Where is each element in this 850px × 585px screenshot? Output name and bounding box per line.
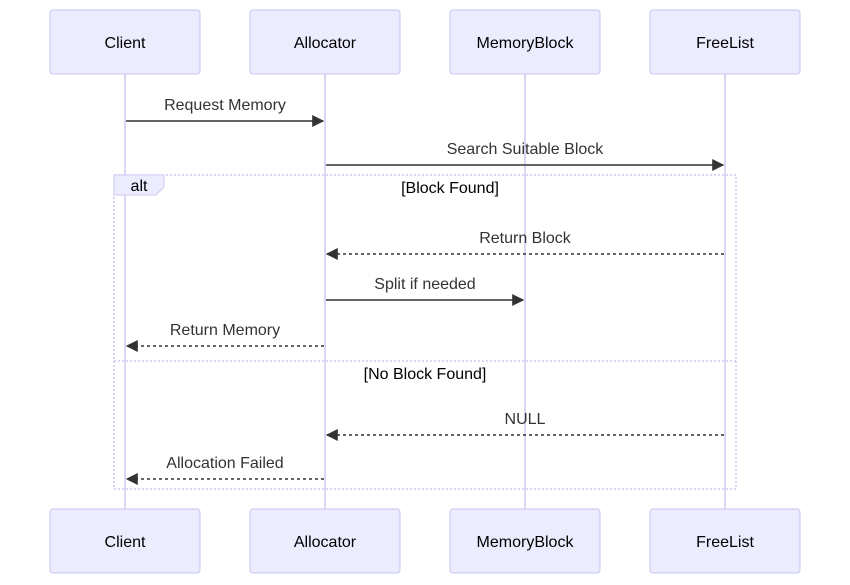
actor-box [49, 9, 201, 75]
actor-freelist-bottom: FreeList [649, 508, 801, 574]
actor-box [649, 9, 801, 75]
actor-label: FreeList [696, 35, 754, 52]
alt-label: alt [131, 178, 148, 195]
actor-box [649, 508, 801, 574]
actor-allocator-top: Allocator [249, 9, 401, 75]
message-return-block: Return Block [325, 230, 724, 260]
message-label: Allocation Failed [166, 455, 283, 472]
alt-frame: alt [Block Found] [No Block Found] [113, 174, 737, 490]
actor-memoryblock-bottom: MemoryBlock [449, 508, 601, 574]
message-label: Return Block [479, 230, 572, 247]
actor-label: Allocator [294, 534, 357, 551]
actor-box [449, 508, 601, 574]
lifelines [124, 74, 726, 509]
message-label: Request Memory [164, 97, 286, 114]
message-request-memory: Request Memory [126, 97, 325, 127]
alt-section-block-found: [Block Found] [401, 180, 499, 197]
actor-freelist-top: FreeList [649, 9, 801, 75]
actor-box [449, 9, 601, 75]
actor-box [249, 9, 401, 75]
actor-memoryblock-top: MemoryBlock [449, 9, 601, 75]
alt-section-no-block-found: [No Block Found] [364, 366, 487, 383]
message-return-memory: Return Memory [125, 322, 324, 352]
message-allocation-failed: Allocation Failed [125, 455, 324, 485]
message-label: Search Suitable Block [447, 141, 605, 158]
message-label: Return Memory [170, 322, 280, 339]
message-split-if-needed: Split if needed [326, 276, 525, 306]
alt-label-box [113, 174, 165, 196]
message-search-suitable-block: Search Suitable Block [326, 141, 725, 171]
actor-allocator-bottom: Allocator [249, 508, 401, 574]
actor-label: Client [105, 35, 146, 52]
actor-label: Client [105, 534, 146, 551]
actor-label: Allocator [294, 35, 357, 52]
actor-label: MemoryBlock [477, 534, 575, 551]
message-null: NULL [325, 411, 724, 441]
actor-client-bottom: Client [49, 508, 201, 574]
message-label: NULL [505, 411, 546, 428]
actor-label: MemoryBlock [477, 35, 575, 52]
actor-client-top: Client [49, 9, 201, 75]
actor-box [249, 508, 401, 574]
message-label: Split if needed [374, 276, 475, 293]
actor-label: FreeList [696, 534, 754, 551]
actor-box [49, 508, 201, 574]
